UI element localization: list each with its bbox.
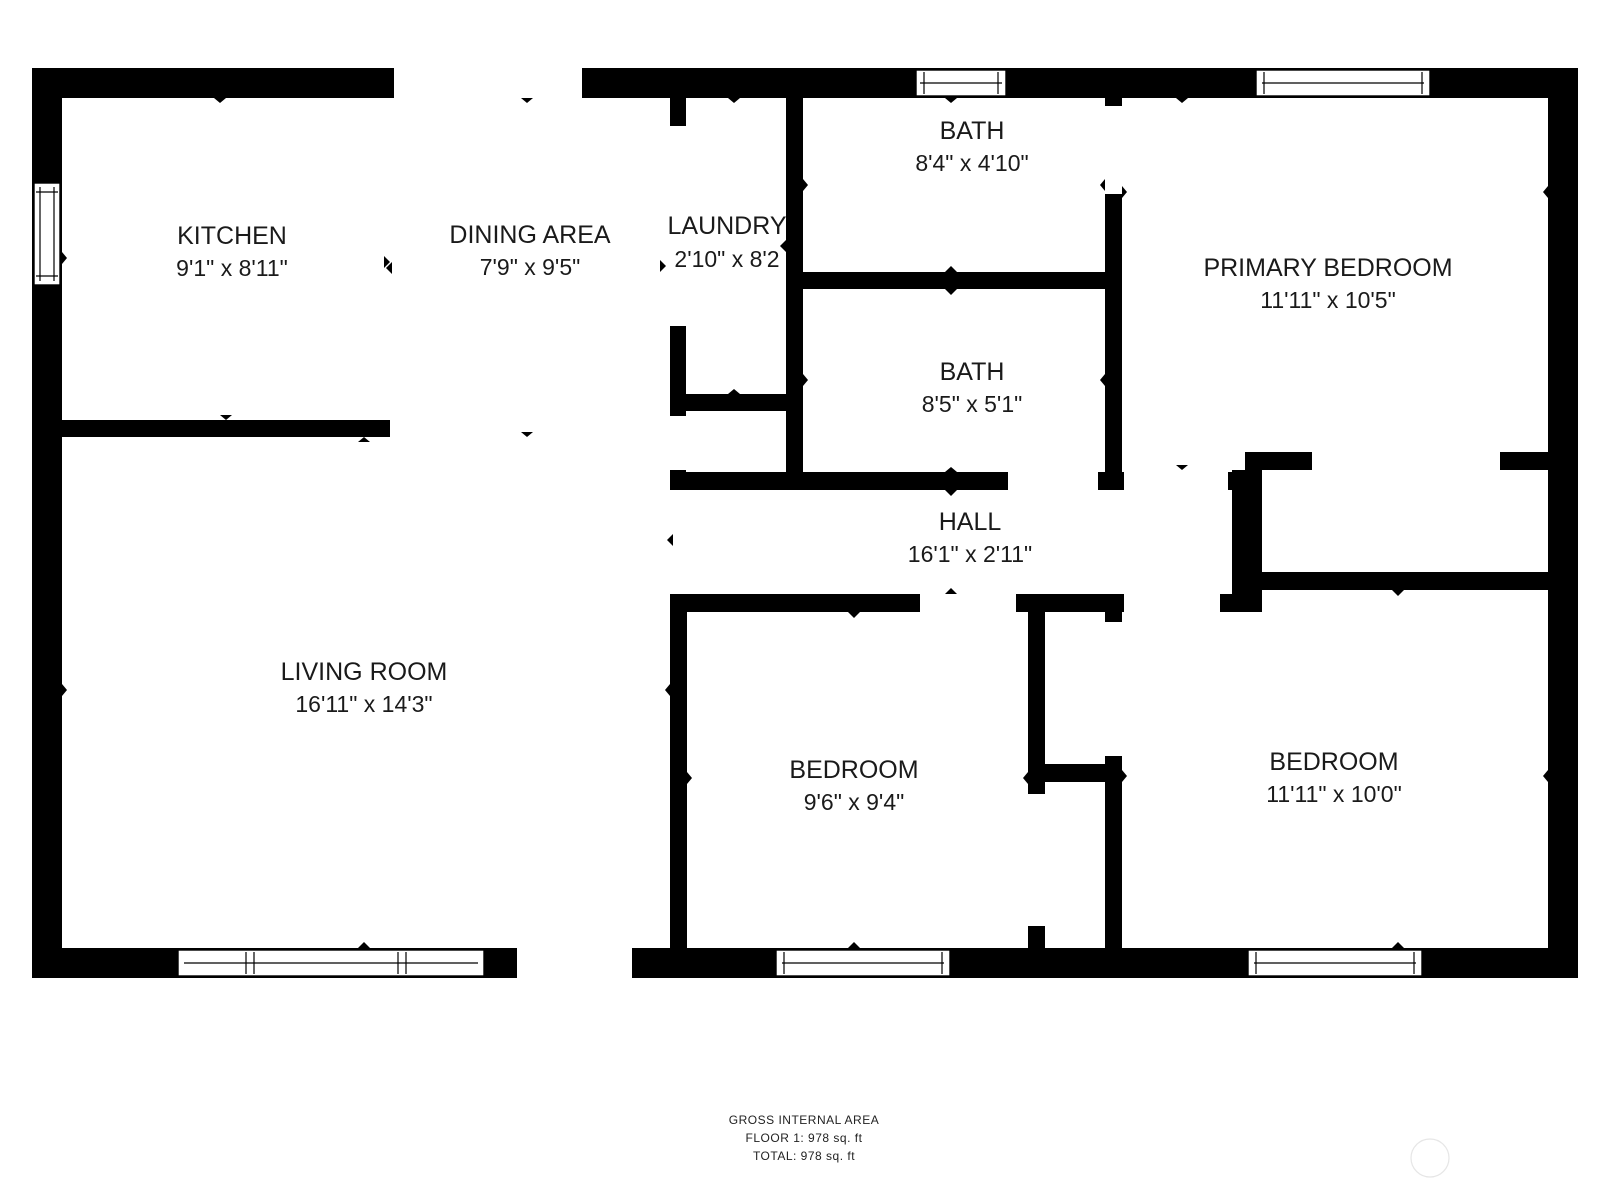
- tick-mark: [848, 942, 860, 948]
- room-dims-kitchen: 9'1" x 8'11": [176, 255, 288, 281]
- room-name-bedroom-left: BEDROOM: [789, 756, 918, 784]
- opening-bedroom-left-door: [920, 592, 1016, 614]
- tick-mark: [945, 467, 957, 472]
- tick-mark: [1543, 186, 1548, 198]
- tick-mark: [521, 432, 533, 437]
- wall-laundry-east: [786, 98, 803, 488]
- opening-primary-closet: [1312, 450, 1500, 472]
- opening-primary-door: [1124, 470, 1228, 492]
- tick-mark: [803, 179, 808, 191]
- tick-mark: [62, 684, 67, 696]
- tick-mark: [358, 437, 370, 442]
- window-bath: [915, 69, 1007, 97]
- tick-mark: [945, 588, 957, 594]
- wall-laundry-shelf: [686, 394, 786, 411]
- area-heading: GROSS INTERNAL AREA: [729, 1113, 879, 1127]
- tick-mark: [62, 252, 67, 264]
- wall-bath-east: [1105, 98, 1122, 490]
- wall-kitchen-living: [62, 420, 390, 437]
- window-bedroom-right: [1247, 949, 1423, 977]
- wall-hall-north: [670, 472, 1248, 490]
- area-total: TOTAL: 978 sq. ft: [753, 1149, 855, 1163]
- tick-mark: [1235, 534, 1240, 546]
- window-living-room: [177, 949, 485, 977]
- wall-bath-divider: [803, 272, 1105, 289]
- tick-mark: [687, 772, 692, 784]
- opening-bath-upper-door: [1103, 106, 1124, 194]
- room-dims-hall: 16'1" x 2'11": [908, 541, 1032, 567]
- tick-mark: [220, 415, 232, 420]
- tick-mark: [667, 534, 673, 546]
- tick-mark: [1176, 465, 1188, 470]
- room-labels: KITCHEN 9'1" x 8'11" DINING AREA 7'9" x …: [176, 117, 1452, 815]
- opening-closet-door-upper: [1103, 622, 1124, 756]
- opening-laundry-door-2: [668, 416, 688, 470]
- watermark-seal: [1410, 1138, 1450, 1178]
- window-primary-bedroom: [1255, 69, 1431, 97]
- opening-closet-door-lower: [1026, 794, 1047, 926]
- walls: [32, 68, 1578, 978]
- window-kitchen: [33, 182, 61, 286]
- opening-bedroom-right-door: [1124, 592, 1220, 614]
- tick-mark: [1122, 186, 1127, 198]
- tick-mark: [1176, 98, 1188, 103]
- room-dims-dining-area: 7'9" x 9'5": [480, 254, 581, 280]
- tick-mark: [780, 240, 786, 252]
- opening-laundry-door-1: [668, 126, 688, 326]
- tick-mark: [665, 684, 670, 696]
- openings: [394, 68, 1500, 926]
- tick-mark: [848, 612, 860, 618]
- opening-bath-lower-door: [1008, 470, 1098, 492]
- tick-mark: [384, 256, 390, 268]
- room-name-bath-upper: BATH: [940, 117, 1005, 145]
- area-summary: GROSS INTERNAL AREA FLOOR 1: 978 sq. ft …: [729, 1113, 879, 1163]
- wall-bedroom-left-west: [670, 594, 687, 954]
- room-dims-laundry: 2'10" x 8'2: [674, 246, 779, 272]
- tick-mark: [660, 260, 666, 272]
- room-dims-living-room: 16'11" x 14'3": [295, 691, 432, 717]
- tick-mark: [945, 98, 957, 103]
- room-dims-bedroom-left: 9'6" x 9'4": [804, 789, 905, 815]
- tick-mark: [728, 389, 740, 394]
- tick-mark: [945, 490, 957, 496]
- window-bedroom-left: [775, 949, 951, 977]
- tick-mark: [945, 266, 957, 272]
- opening-top-dining: [394, 68, 582, 98]
- tick-mark: [1100, 374, 1105, 386]
- tick-mark: [521, 98, 533, 103]
- room-dims-bedroom-right: 11'11" x 10'0": [1266, 781, 1402, 807]
- room-name-living-room: LIVING ROOM: [281, 658, 448, 686]
- room-name-primary-bedroom: PRIMARY BEDROOM: [1203, 254, 1452, 282]
- room-dims-primary-bedroom: 11'11" x 10'5": [1260, 287, 1396, 313]
- area-floor-1: FLOOR 1: 978 sq. ft: [746, 1131, 863, 1145]
- tick-mark: [1392, 590, 1404, 596]
- wall-right-exterior: [1548, 68, 1578, 978]
- wall-closet-south: [1262, 572, 1563, 590]
- tick-mark: [945, 289, 957, 295]
- tick-mark: [1100, 179, 1105, 191]
- tick-mark: [1543, 770, 1548, 782]
- tick-mark: [214, 98, 226, 103]
- room-name-bath-lower: BATH: [940, 358, 1005, 386]
- wall-closet-shelf: [1045, 764, 1105, 782]
- room-name-bedroom-right: BEDROOM: [1269, 748, 1398, 776]
- room-name-hall: HALL: [939, 508, 1002, 536]
- tick-mark: [1023, 772, 1028, 784]
- tick-mark: [358, 942, 370, 948]
- room-dims-bath-upper: 8'4" x 4'10": [915, 150, 1028, 176]
- tick-mark: [803, 374, 808, 386]
- room-name-laundry: LAUNDRY: [667, 212, 786, 240]
- tick-mark: [1392, 942, 1404, 948]
- dimension-ticks: [62, 98, 1548, 948]
- tick-mark: [386, 262, 392, 274]
- windows: [33, 69, 1431, 977]
- room-name-kitchen: KITCHEN: [177, 222, 287, 250]
- tick-mark: [728, 98, 740, 103]
- tick-mark: [1122, 770, 1127, 782]
- room-dims-bath-lower: 8'5" x 5'1": [922, 391, 1023, 417]
- room-name-dining-area: DINING AREA: [449, 221, 610, 249]
